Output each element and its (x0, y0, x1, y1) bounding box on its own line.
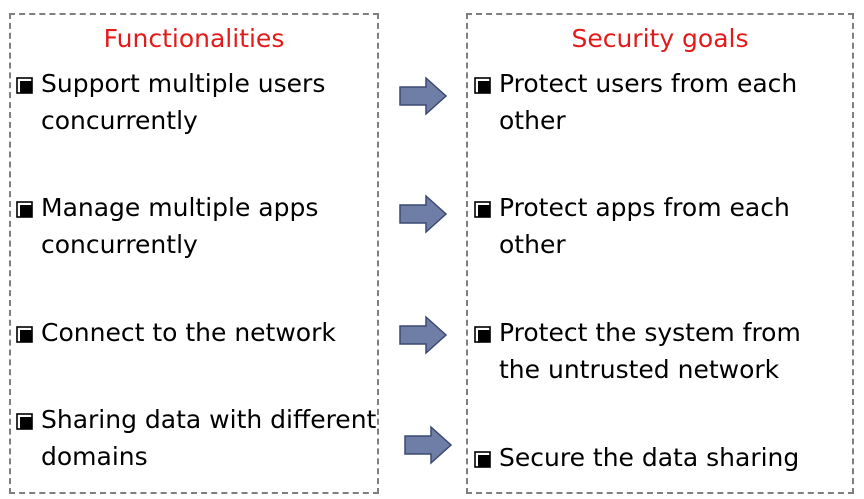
security-goals-panel: Security goals Protect users from each o… (466, 13, 854, 494)
functionality-item-1-line-1: Support multiple users (41, 69, 326, 98)
right-arrow-icon (399, 315, 448, 355)
checkbox-bullet-icon (16, 413, 33, 430)
security-goal-item-2-line-1: Protect apps from each (499, 193, 790, 222)
checkbox-bullet-icon (474, 451, 491, 468)
functionality-item-3-line-1: Connect to the network (41, 318, 336, 347)
right-arrow-icon (399, 194, 448, 234)
checkbox-bullet-icon (474, 77, 491, 94)
security-goals-title: Security goals (571, 24, 749, 53)
security-goal-item-4-line-1: Secure the data sharing (499, 443, 800, 472)
checkbox-bullet-icon (474, 326, 491, 343)
security-goal-item-2: Protect apps from each other (472, 189, 790, 263)
security-goal-item-4: Secure the data sharing (472, 439, 799, 476)
functionality-item-2: Manage multiple apps concurrently (14, 189, 318, 263)
checkbox-bullet-icon (474, 201, 491, 218)
functionality-item-4: Sharing data with different domains (14, 401, 376, 475)
security-goal-item-3-line-2: the untrusted network (499, 355, 780, 384)
checkbox-bullet-icon (16, 326, 33, 343)
functionality-item-2-line-2: concurrently (41, 230, 198, 259)
checkbox-bullet-icon (16, 77, 33, 94)
security-goal-item-3: Protect the system from the untrusted ne… (472, 314, 801, 388)
functionality-item-1: Support multiple users concurrently (14, 65, 325, 139)
security-goal-item-1-line-2: other (499, 106, 566, 135)
security-goal-item-1: Protect users from each other (472, 65, 797, 139)
security-goal-item-1-line-1: Protect users from each (499, 69, 798, 98)
functionalities-panel: Functionalities Support multiple users c… (9, 13, 379, 494)
functionality-item-2-line-1: Manage multiple apps (41, 193, 319, 222)
checkbox-bullet-icon (16, 201, 33, 218)
right-arrow-icon (399, 76, 448, 116)
functionality-item-1-line-2: concurrently (41, 106, 198, 135)
functionality-item-3: Connect to the network (14, 314, 336, 351)
functionality-item-4-line-1: Sharing data with different (41, 405, 377, 434)
right-arrow-icon (404, 425, 453, 465)
security-goal-item-2-line-2: other (499, 230, 566, 259)
functionalities-title: Functionalities (103, 24, 285, 53)
security-goal-item-3-line-1: Protect the system from (499, 318, 801, 347)
functionality-item-4-line-2: domains (41, 442, 148, 471)
